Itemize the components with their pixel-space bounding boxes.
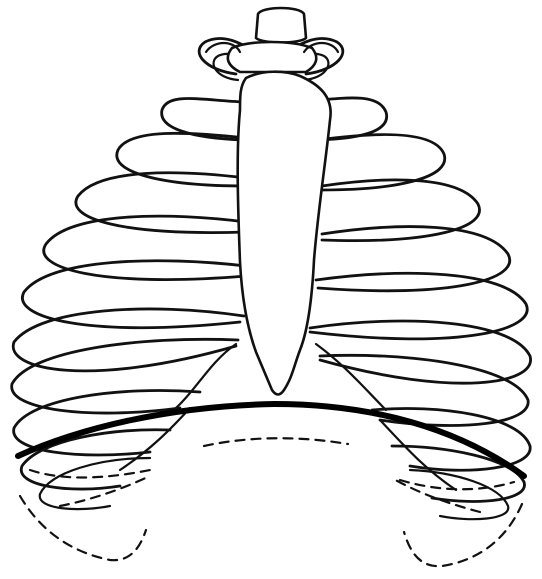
right-rib-6 (310, 273, 527, 339)
left-rib-4 (76, 173, 246, 233)
diaphragm-line (18, 404, 524, 476)
left-ribs (12, 39, 255, 561)
left-rib-3 (117, 133, 246, 186)
right-rib-dashed-3 (392, 478, 480, 512)
right-rib-dashed-1 (400, 480, 514, 489)
right-rib-8 (320, 355, 528, 425)
left-rib-10 (21, 430, 170, 489)
vertebra-top (256, 8, 306, 43)
sternum (238, 72, 331, 395)
right-rib-inner-line-1 (316, 344, 386, 410)
left-rib-dashed-1 (30, 470, 150, 478)
left-rib-11 (40, 458, 150, 509)
manubrium (228, 42, 316, 72)
left-rib-dashed-2 (20, 496, 146, 560)
left-rib-5 (44, 216, 246, 279)
right-rib-11 (410, 470, 508, 519)
costal-margin-dashed-arch (204, 438, 348, 446)
left-rib-dashed-3 (60, 476, 150, 506)
